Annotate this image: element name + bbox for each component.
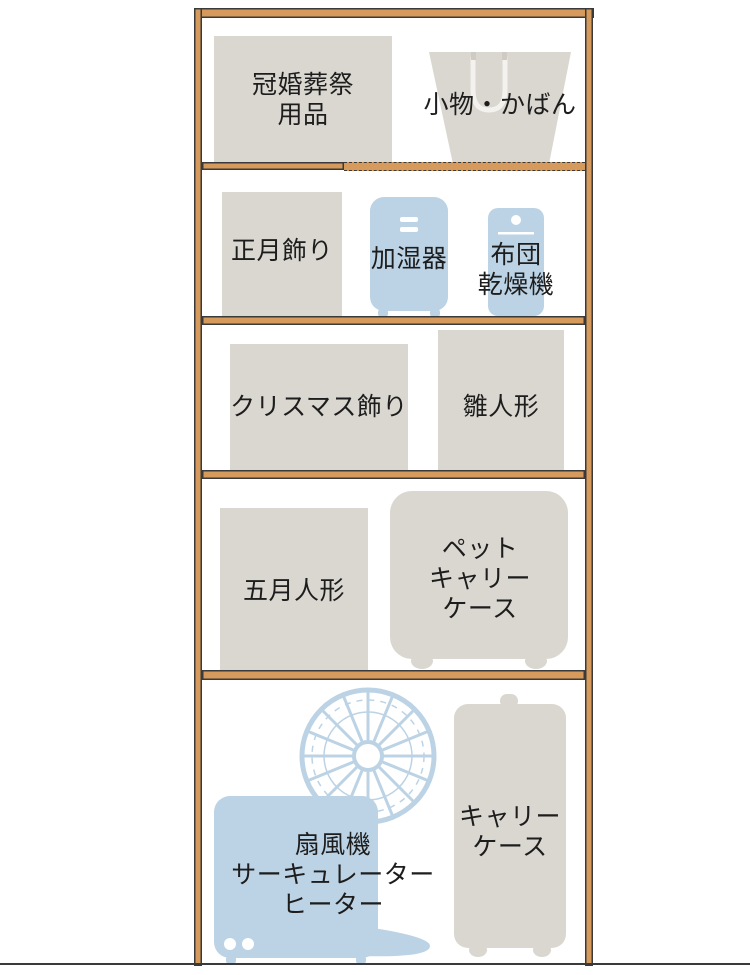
futon-dryer-icon <box>488 208 544 316</box>
shelf-top-board <box>194 8 594 18</box>
label-humidifier: 加湿器 <box>370 244 448 273</box>
shelf-board-2 <box>202 316 585 325</box>
label-pet-carrier: ペット キャリー ケース <box>428 534 531 623</box>
label-may-dolls: 五月人形 <box>242 576 345 605</box>
shelf-left-post <box>194 8 202 966</box>
label-hina-dolls: 雛人形 <box>462 392 540 421</box>
box-christmas-decorations <box>230 344 408 470</box>
label-suitcase: キャリー ケース <box>458 802 561 861</box>
pet-carrier-icon <box>390 491 568 669</box>
shelf-board-1-removable <box>344 162 585 171</box>
label-futon-dryer: 布団 乾燥機 <box>477 240 555 299</box>
box-new-year-decorations <box>222 192 342 316</box>
shelf-board-3 <box>202 470 585 479</box>
label-fan-heater: 扇風機 サーキュレーター ヒーター <box>231 830 435 919</box>
label-new-year-decorations: 正月飾り <box>230 236 333 265</box>
label-christmas-decorations: クリスマス飾り <box>230 392 408 421</box>
shelf-board-4 <box>202 670 585 680</box>
label-ceremonial-goods: 冠婚葬祭 用品 <box>251 70 354 129</box>
shelf-board-1-fixed <box>202 162 344 170</box>
box-may-dolls <box>220 508 368 670</box>
box-ceremonial-goods <box>214 36 392 162</box>
floor-line <box>0 963 750 965</box>
humidifier-icon <box>370 197 448 317</box>
box-hina-dolls <box>438 330 564 470</box>
label-accessories-bags: 小物・かばん <box>423 90 577 119</box>
shelf-right-post <box>585 8 593 966</box>
fan-heater-icon <box>214 687 437 964</box>
tote-bag-icon <box>429 51 571 164</box>
suitcase-icon <box>454 694 566 957</box>
